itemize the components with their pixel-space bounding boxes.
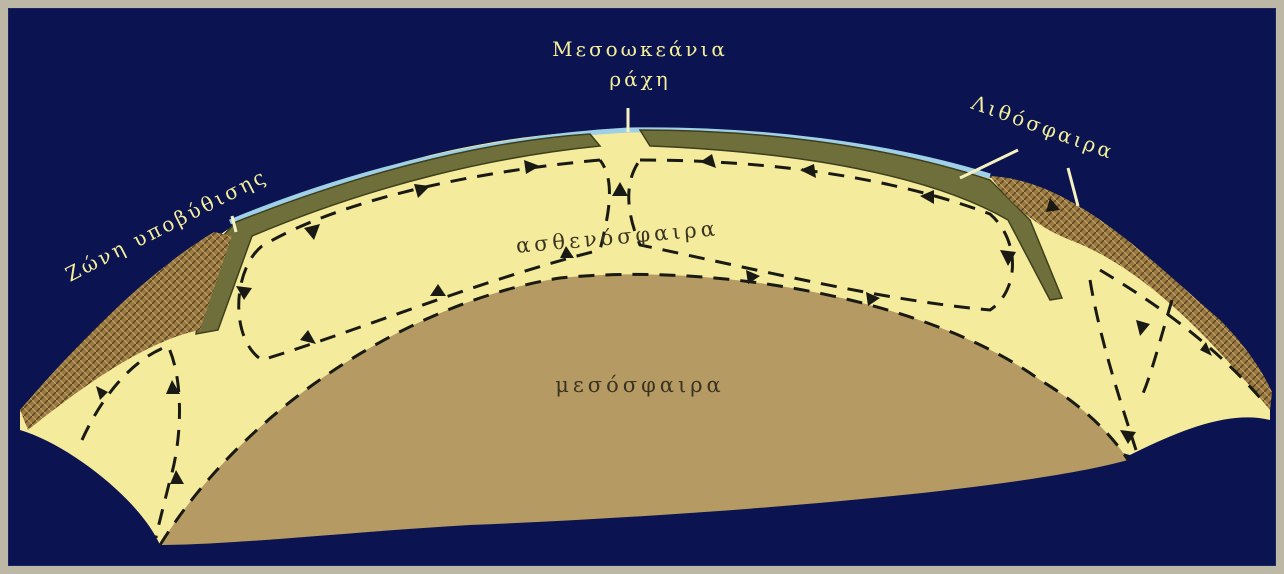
- left-continental-crust: [20, 232, 232, 430]
- convection-right-cell: [627, 158, 1014, 312]
- left-lithosphere-plate: [195, 133, 602, 335]
- convection-far-left-cell: [80, 344, 181, 539]
- right-lithosphere-plate: [638, 129, 1064, 301]
- subduction-leader: [230, 215, 238, 233]
- convection-far-right-cell: [1088, 268, 1264, 451]
- mesosphere-label: μεσόσφαιρα: [555, 373, 725, 397]
- ridge-label-line1: Μεσοωκεάνια: [552, 37, 728, 61]
- mesosphere-boundary: [158, 272, 1130, 546]
- lithosphere-leader-2: [1066, 167, 1080, 207]
- mesosphere-layer: [160, 274, 1128, 545]
- convection-left-cell: [237, 158, 611, 362]
- ridge-label-line2: ράχη: [609, 67, 670, 91]
- lithosphere-leader-1: [959, 148, 1019, 180]
- flow-arrows: [96, 154, 1212, 484]
- lithosphere-label: Λιθόσφαιρα: [967, 90, 1118, 164]
- right-continental-crust: [990, 176, 1272, 410]
